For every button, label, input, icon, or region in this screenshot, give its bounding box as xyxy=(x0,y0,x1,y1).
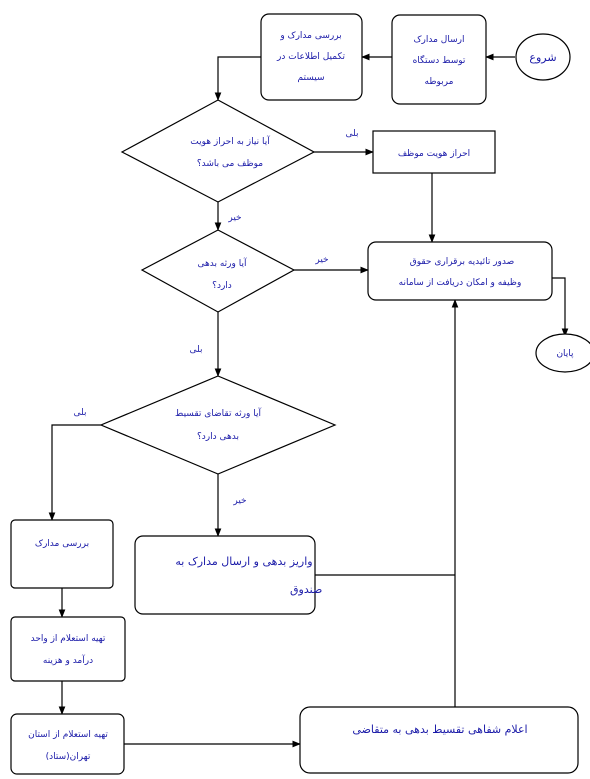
node-send-docs-line3: مربوطه xyxy=(425,77,454,87)
label-yes-installment: بلی xyxy=(74,408,87,418)
edge-issue-to-end xyxy=(552,277,569,337)
node-verify-identity: احراز هویت موظف xyxy=(372,130,496,174)
node-issue-confirm: صدور تائیدیه برقراری حقوق وظیفه و امکان … xyxy=(367,241,553,301)
label-yes-debt: بلی xyxy=(190,345,203,355)
node-send-docs-line2: توسط دستگاه xyxy=(413,54,466,66)
node-end: پایان xyxy=(535,333,590,373)
node-pay-debt-line1: واریز بدهی و ارسال مدارک به xyxy=(175,555,312,568)
node-q-installment-line2: بدهی دارد؟ xyxy=(197,432,239,442)
node-issue-confirm-line1: صدور تائیدیه برقراری حقوق xyxy=(410,257,515,267)
node-verify-identity-label: احراز هویت موظف xyxy=(398,149,470,159)
edge-labels: بلی خیر خیر بلی بلی خیر xyxy=(74,129,359,506)
node-inquiry-province-line2: تهران(ستاد) xyxy=(46,752,91,762)
label-no-debt: خیر xyxy=(314,255,328,265)
node-issue-confirm-line2: وظیفه و امکان دریافت از سامانه xyxy=(399,278,522,288)
node-review-docs: بررسی مدارک xyxy=(10,519,114,589)
connectors xyxy=(48,53,569,748)
node-review-complete-line1: بررسی مدارک و xyxy=(279,30,341,41)
node-start-label: شروع xyxy=(529,51,556,64)
node-inquiry-unit-line2: درآمد و هزینه xyxy=(43,654,93,666)
node-review-complete-line3: سیستم xyxy=(298,73,325,83)
node-pay-debt: واریز بدهی و ارسال مدارک به صندوق xyxy=(134,535,322,615)
node-start: شروع xyxy=(515,33,571,81)
node-announce-installment: اعلام شفاهی تقسیط بدهی به متقاضی xyxy=(299,706,579,774)
node-announce-installment-label: اعلام شفاهی تقسیط بدهی به متقاضی xyxy=(352,723,527,736)
node-end-label: پایان xyxy=(556,349,574,359)
node-send-docs: ارسال مدارک توسط دستگاه مربوطه xyxy=(391,14,487,105)
node-q-identity: آیا نیاز به احراز هویت موظف می باشد؟ xyxy=(120,99,316,203)
node-review-docs-label: بررسی مدارک xyxy=(35,538,89,549)
node-send-docs-line1: ارسال مدارک xyxy=(414,34,465,45)
node-pay-debt-line2: صندوق xyxy=(290,583,322,596)
edge-qinstallment-yes xyxy=(48,424,101,521)
edge-review-to-qidentity xyxy=(214,56,261,101)
node-review-complete-line2: تکمیل اطلاعات در xyxy=(276,52,345,62)
node-q-identity-line1: آیا نیاز به احراز هویت xyxy=(190,135,270,147)
node-q-debt: آیا ورثه بدهی دارد؟ xyxy=(140,229,296,313)
node-inquiry-unit: تهیه استعلام از واحد درآمد و هزینه xyxy=(10,616,126,682)
node-inquiry-province-line1: تهیه استعلام از استان xyxy=(28,730,108,740)
label-no-installment: خیر xyxy=(232,496,246,506)
node-q-debt-line1: آیا ورثه بدهی xyxy=(198,257,247,269)
label-yes-identity: بلی xyxy=(346,129,359,139)
node-q-installment: آیا ورثه تقاضای تقسیط بدهی دارد؟ xyxy=(99,375,337,475)
label-no-identity: خیر xyxy=(227,213,241,223)
node-inquiry-province: تهیه استعلام از استان تهران(ستاد) xyxy=(10,713,125,775)
node-review-complete: بررسی مدارک و تکمیل اطلاعات در سیستم xyxy=(260,13,363,101)
node-inquiry-unit-line1: تهیه استعلام از واحد xyxy=(31,634,106,644)
node-q-identity-line2: موظف می باشد؟ xyxy=(197,159,263,169)
node-q-debt-line2: دارد؟ xyxy=(212,281,232,291)
node-q-installment-line1: آیا ورثه تقاضای تقسیط xyxy=(175,407,261,419)
